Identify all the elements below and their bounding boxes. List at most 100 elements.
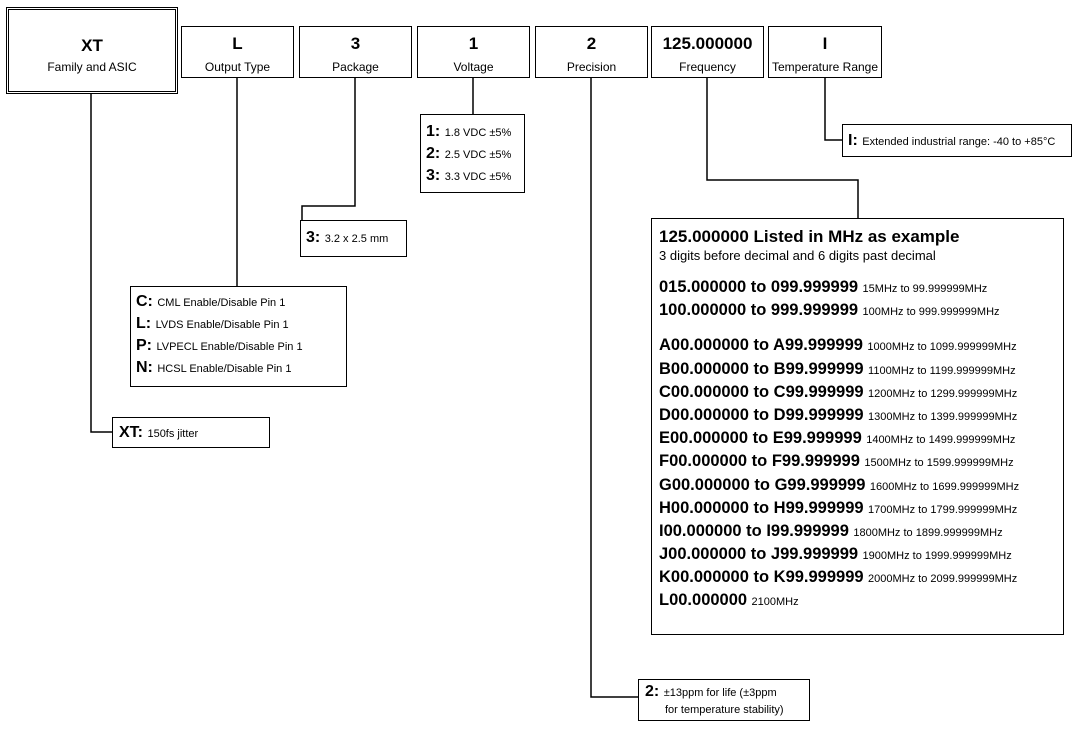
header-precision-code: 2 [586,34,597,53]
connector-package [301,78,356,220]
frequency-range-code: B00.000000 to B99.999999 [659,359,864,378]
frequency-range-row: 015.000000 to 099.999999 15MHz to 99.999… [659,276,1056,299]
header-frequency-code: 125.000000 [662,34,753,53]
frequency-range-row: I00.000000 to I99.999999 1800MHz to 1899… [659,520,1056,543]
voltage-option-key: 3: [426,167,441,184]
voltage-option-text: 2.5 VDC ±5% [444,149,512,161]
frequency-range-desc: 15MHz to 99.999999MHz [862,283,988,295]
frequency-range-row: A00.000000 to A99.999999 1000MHz to 1099… [659,334,1056,357]
connector-temperature [824,78,842,141]
package-option-box: 3: 3.2 x 2.5 mm [300,220,407,257]
output-type-option: P: LVPECL Enable/Disable Pin 1 [136,335,341,357]
precision-option-key: 2: [645,683,660,700]
output-type-option-key: C: [136,293,153,310]
frequency-range-row: G00.000000 to G99.999999 1600MHz to 1699… [659,474,1056,497]
temperature-option: I: Extended industrial range: -40 to +85… [848,130,1066,152]
frequency-range-row: C00.000000 to C99.999999 1200MHz to 1299… [659,381,1056,404]
frequency-range-code: D00.000000 to D99.999999 [659,405,864,424]
voltage-option-text: 3.3 VDC ±5% [444,171,512,183]
frequency-range-desc: 1700MHz to 1799.999999MHz [868,503,1018,516]
frequency-range-row: D00.000000 to D99.999999 1300MHz to 1399… [659,404,1056,427]
output-type-option: L: LVDS Enable/Disable Pin 1 [136,313,341,335]
frequency-range-desc: 1500MHz to 1599.999999MHz [864,457,1014,470]
frequency-range-code: J00.000000 to J99.999999 [659,545,859,564]
frequency-range-desc: 1000MHz to 1099.999999MHz [867,341,1017,354]
header-temperature-range: I Temperature Range [768,26,882,78]
frequency-range-row: K00.000000 to K99.999999 2000MHz to 2099… [659,566,1056,589]
frequency-range-code: C00.000000 to C99.999999 [659,382,864,401]
header-family-code: XT [81,36,103,55]
voltage-option-key: 2: [426,145,441,162]
voltage-option-text: 1.8 VDC ±5% [444,127,512,139]
header-frequency: 125.000000 Frequency [651,26,764,78]
header-family-label: Family and ASIC [47,60,137,74]
output-type-option-text: CML Enable/Disable Pin 1 [157,297,286,309]
header-package: 3 Package [299,26,412,78]
output-type-option-key: P: [136,337,152,354]
header-temperature-code: I [822,34,828,53]
frequency-range-row: J00.000000 to J99.999999 1900MHz to 1999… [659,543,1056,566]
header-voltage-label: Voltage [453,60,494,74]
package-option: 3: 3.2 x 2.5 mm [306,227,401,249]
frequency-range-desc: 1800MHz to 1899.999999MHz [853,526,1003,539]
voltage-option-key: 1: [426,123,441,140]
header-precision: 2 Precision [535,26,648,78]
frequency-range-desc: 100MHz to 999.999999MHz [862,306,1000,319]
header-package-label: Package [332,60,379,74]
frequency-range-row: E00.000000 to E99.999999 1400MHz to 1499… [659,427,1056,450]
frequency-options-box: 125.000000 Listed in MHz as example 3 di… [651,218,1064,635]
precision-option-box: 2: ±13ppm for life (±3ppm for temperatur… [638,679,810,721]
frequency-range-desc: 2000MHz to 2099.999999MHz [868,573,1018,586]
precision-option-text: ±13ppm for life (±3ppm [663,687,777,699]
output-type-option-text: LVDS Enable/Disable Pin 1 [155,319,289,331]
header-voltage: 1 Voltage [417,26,530,78]
temperature-option-box: I: Extended industrial range: -40 to +85… [842,124,1072,157]
voltage-option: 1: 1.8 VDC ±5% [426,121,519,143]
header-package-code: 3 [350,34,361,53]
frequency-subtitle: 3 digits before decimal and 6 digits pas… [659,248,936,263]
header-output-type-code: L [232,34,243,53]
frequency-range-code: H00.000000 to H99.999999 [659,498,864,517]
family-option-key: XT: [119,424,143,441]
header-temperature-label: Temperature Range [771,60,879,74]
frequency-range-code: E00.000000 to E99.999999 [659,429,862,448]
voltage-option-box: 1: 1.8 VDC ±5% 2: 2.5 VDC ±5% 3: 3.3 VDC… [420,114,525,193]
family-option-box: XT: 150fs jitter [112,417,270,448]
frequency-range-desc: 2100MHz [751,596,799,609]
frequency-gap [659,322,1056,334]
package-option-key: 3: [306,229,321,246]
output-type-option-key: N: [136,359,153,376]
frequency-range-code: G00.000000 to G99.999999 [659,475,866,494]
header-output-type-label: Output Type [204,60,271,74]
frequency-range-row: B00.000000 to B99.999999 1100MHz to 1199… [659,358,1056,381]
frequency-range-code: A00.000000 to A99.999999 [659,336,863,355]
frequency-range-row: 100.000000 to 999.999999 100MHz to 999.9… [659,299,1056,322]
frequency-range-code: 100.000000 to 999.999999 [659,301,859,320]
header-voltage-code: 1 [468,34,479,53]
frequency-range-desc: 1200MHz to 1299.999999MHz [868,387,1018,400]
package-option-text: 3.2 x 2.5 mm [324,233,389,245]
output-type-option: C: CML Enable/Disable Pin 1 [136,291,341,313]
frequency-range-desc: 1600MHz to 1699.999999MHz [869,480,1020,493]
frequency-range-desc: 1300MHz to 1399.999999MHz [868,410,1018,423]
temperature-option-text: Extended industrial range: -40 to +85°C [862,136,1056,148]
header-family: XT Family and ASIC [6,7,178,94]
connector-family [90,94,112,433]
frequency-range-code: 015.000000 to 099.999999 [659,278,859,296]
frequency-range-code: F00.000000 to F99.999999 [659,452,860,471]
header-output-type: L Output Type [181,26,294,78]
output-type-option-text: LVPECL Enable/Disable Pin 1 [156,341,303,353]
output-type-option: N: HCSL Enable/Disable Pin 1 [136,357,341,379]
frequency-title: 125.000000 Listed in MHz as example [659,227,960,246]
frequency-range-desc: 1100MHz to 1199.999999MHz [868,364,1016,377]
frequency-range-desc: 1400MHz to 1499.999999MHz [866,434,1016,447]
frequency-range-desc: 1900MHz to 1999.999999MHz [862,550,1012,563]
output-type-option-text: HCSL Enable/Disable Pin 1 [157,363,292,375]
output-type-option-box: C: CML Enable/Disable Pin 1 L: LVDS Enab… [130,286,347,387]
frequency-range-code: I00.000000 to I99.999999 [659,521,849,540]
family-option-text: 150fs jitter [147,428,199,440]
temperature-option-key: I: [848,132,858,149]
header-frequency-label: Frequency [679,60,736,74]
precision-option: 2: ±13ppm for life (±3ppm [645,682,803,703]
